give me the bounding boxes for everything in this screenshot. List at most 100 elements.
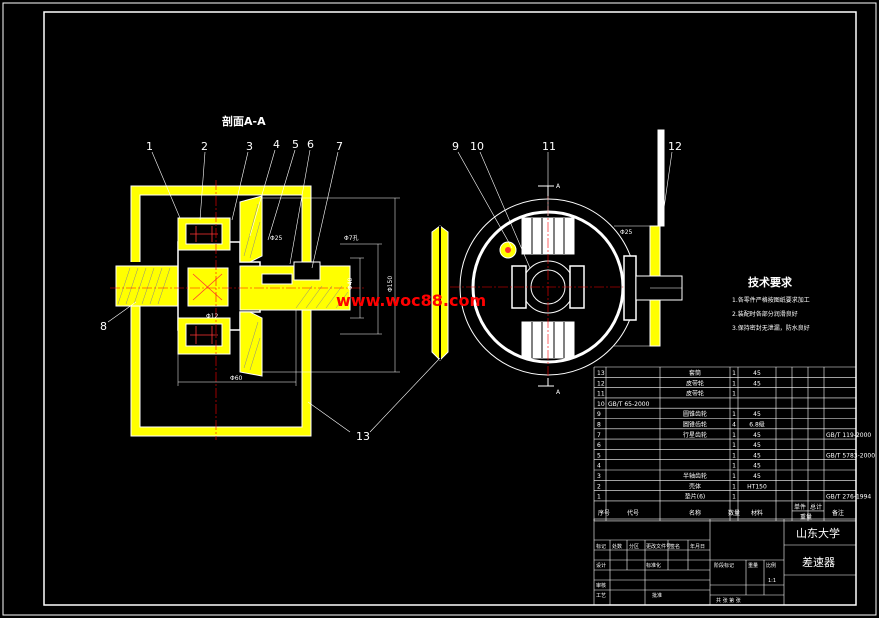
bom-cell-note: GB/T 276-1994 — [826, 494, 871, 501]
part-label-6: 6 — [307, 138, 314, 151]
bom-cell-material: 45 — [753, 463, 761, 470]
crown-wheel — [239, 195, 263, 263]
tech-item-3: 3.保持密封无泄漏，防水良好 — [732, 324, 810, 332]
drawing-name: 差速器 — [802, 555, 835, 569]
watermark: www.woc88.com — [336, 291, 486, 310]
part-label-1: 1 — [146, 140, 153, 153]
bom-cell-no: 4 — [597, 463, 601, 470]
bom-cell-material: 45 — [753, 442, 761, 449]
bom-header-material: 材料 — [751, 509, 763, 517]
part-label-12: 12 — [668, 140, 682, 153]
bom-cell-name: 皮带轮 — [686, 379, 704, 387]
dim-d6: Φ7孔 — [344, 234, 359, 242]
section-mark-bottom: A — [556, 389, 561, 396]
bom-cell-no: 7 — [597, 432, 601, 439]
dim-d3: Φ40 — [347, 277, 354, 290]
bom-cell-note: GB/T 119-2000 — [826, 432, 871, 439]
output-shaft-bore — [261, 273, 293, 285]
bom-cell-qty: 1 — [732, 370, 736, 377]
part-label-11: 11 — [542, 140, 556, 153]
bom-cell-material: 45 — [753, 432, 761, 439]
crown-wheel-lower — [239, 311, 263, 377]
bom-cell-code: GB/T 65-2000 — [608, 401, 650, 408]
title-block — [593, 518, 857, 606]
bom-cell-no: 10 — [597, 401, 605, 408]
end-center-lines — [450, 190, 650, 385]
tb-change-doc: 更改文件号 — [646, 543, 671, 550]
bom-cell-no: 11 — [597, 391, 605, 398]
bom-cell-no: 5 — [597, 452, 601, 459]
tb-sign: 签名 — [670, 543, 680, 550]
bom-cell-qty: 1 — [732, 411, 736, 418]
bom-cell-material: 45 — [753, 370, 761, 377]
tb-mark: 标记 — [596, 543, 606, 550]
bom-cell-no: 1 — [597, 494, 601, 501]
bom-cell-no: 8 — [597, 422, 601, 429]
end-dim: Φ25 — [620, 229, 633, 236]
section-title: 剖面A-A — [222, 114, 266, 128]
bom-header-name: 名称 — [689, 509, 701, 517]
bom-header-total: 总计 — [810, 503, 822, 511]
bom-header-weight: 重量 — [800, 513, 812, 521]
bom-cell-no: 12 — [597, 380, 605, 387]
center-lines — [110, 180, 365, 440]
bom-cell-name: 行星齿轮 — [683, 431, 707, 439]
tech-item-1: 1.各零件严格按图纸要求加工 — [732, 296, 810, 304]
bom-cell-no: 3 — [597, 473, 601, 480]
tb-stage-mark: 阶段标记 — [714, 562, 734, 569]
tb-count: 处数 — [612, 543, 622, 550]
section-dimensions — [177, 197, 400, 386]
input-shaft — [115, 265, 179, 307]
belt-strip — [657, 129, 665, 227]
bom-cell-qty: 1 — [732, 442, 736, 449]
part-label-2: 2 — [201, 140, 208, 153]
tb-design: 设计 — [596, 562, 606, 569]
section-mark-top: A — [556, 183, 561, 190]
end-leaders — [307, 151, 673, 433]
part-label-4: 4 — [273, 138, 280, 151]
bom-cell-name: 皮带轮 — [686, 390, 704, 398]
bom-cell-no: 2 — [597, 483, 601, 490]
bom-cell-name: 圆锥齿轮 — [683, 410, 707, 418]
part-label-8: 8 — [100, 320, 107, 333]
bom-cell-no: 6 — [597, 442, 601, 449]
bom-header-code: 代号 — [627, 509, 639, 517]
bom-cell-name: 壳体 — [689, 482, 701, 490]
part-label-3: 3 — [246, 140, 253, 153]
title-block-text: 山东大学 差速器 标记 处数 分区 更改文件号 签名 年月日 设计 标准化 阶段… — [596, 526, 840, 604]
bom-cell-qty: 1 — [732, 494, 736, 501]
tech-title: 技术要求 — [748, 275, 793, 289]
pulley-flange — [623, 255, 637, 321]
bom-header-unit: 单件 — [794, 503, 806, 511]
bom-cell-material: 45 — [753, 473, 761, 480]
tech-item-2: 2.装配时各部分润滑良好 — [732, 310, 798, 318]
tb-weight: 重量 — [748, 562, 758, 569]
tb-process: 工艺 — [596, 593, 606, 599]
dim-d4: Φ60 — [230, 375, 243, 382]
tech-requirements: 技术要求 1.各零件严格按图纸要求加工 2.装配时各部分润滑良好 3.保持密封无… — [732, 275, 810, 332]
bom-cell-material: 45 — [753, 452, 761, 459]
part-label-13: 13 — [356, 430, 370, 443]
bom-cell-material: 45 — [753, 380, 761, 387]
bom-cell-no: 13 — [597, 370, 605, 377]
section-leaders — [107, 149, 339, 323]
housing-outline — [130, 185, 312, 437]
dim-d2: Φ25 — [270, 235, 283, 242]
input-shaft-hatch — [117, 267, 171, 305]
bom-cell-name: 半轴齿轮 — [683, 472, 707, 480]
bom-cell-qty: 1 — [732, 473, 736, 480]
bom-cell-material: 45 — [753, 411, 761, 418]
bom-cell-no: 9 — [597, 411, 601, 418]
tb-standardize: 标准化 — [646, 562, 661, 569]
bom-header-qty: 数量 — [728, 509, 740, 517]
tb-date: 年月日 — [690, 543, 705, 550]
tb-approve: 批准 — [652, 592, 662, 599]
end-view: A A Φ25 9 10 11 12 13 — [307, 129, 683, 443]
bom-header-no: 序号 — [598, 509, 610, 517]
bom-cell-qty: 1 — [732, 432, 736, 439]
part-label-10: 10 — [470, 140, 484, 153]
bom-cell-qty: 1 — [732, 452, 736, 459]
bom-cell-name: 套筒 — [689, 369, 701, 377]
